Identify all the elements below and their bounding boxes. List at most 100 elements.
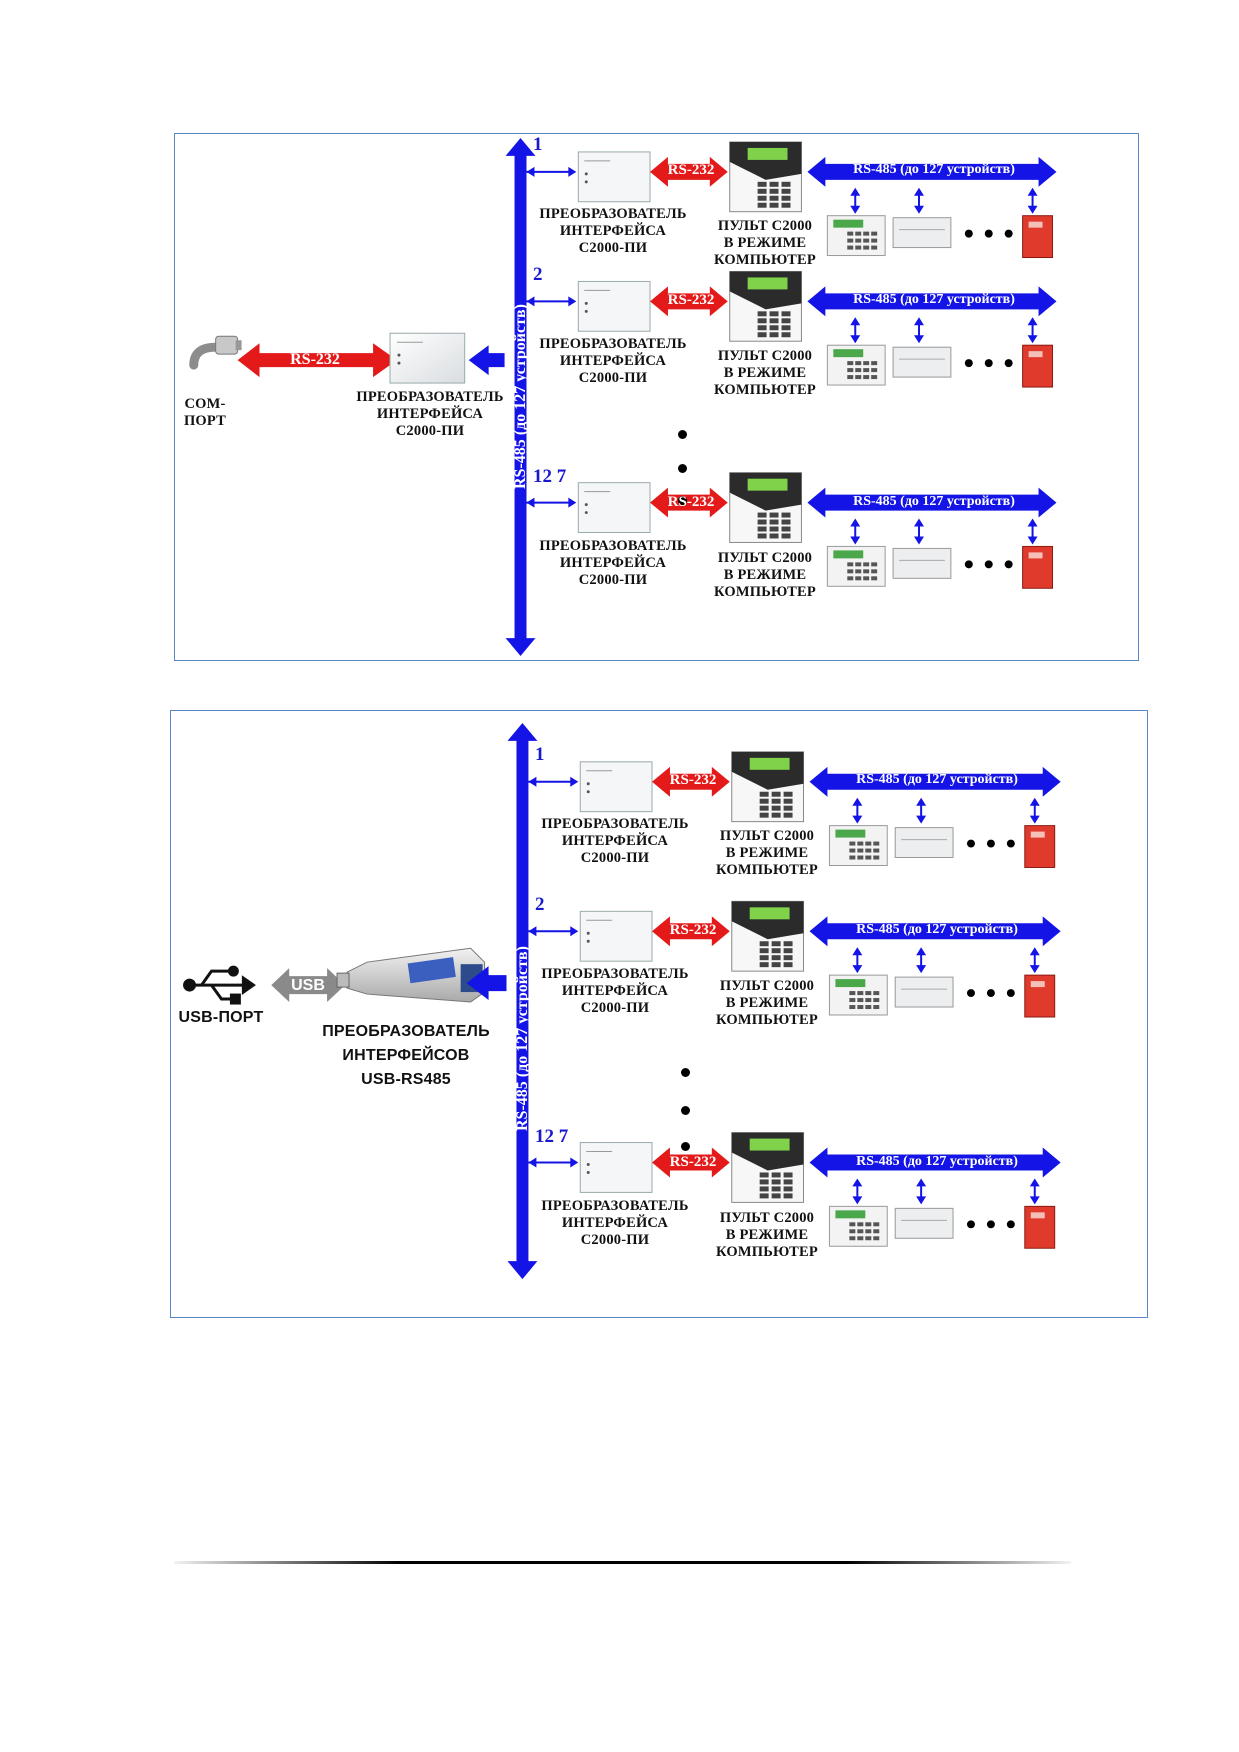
keypad-device-image — [828, 825, 888, 866]
small-vertical-arrow — [1027, 518, 1038, 545]
rs485-arrow — [807, 156, 1057, 187]
bus-tap-arrow — [528, 926, 579, 937]
small-vertical-arrow — [914, 317, 924, 344]
expansion-module-image — [894, 1207, 954, 1239]
row-number: 1 — [535, 744, 545, 765]
rs232-arrow — [652, 916, 730, 947]
small-vertical-arrow — [916, 1178, 927, 1205]
bus-tap-arrow — [526, 497, 577, 508]
rs485-label: RS-485 (до 127 устройств) — [856, 922, 1018, 937]
small-vertical-arrow — [1027, 317, 1038, 344]
small-vertical-arrow — [1029, 797, 1040, 824]
console-label: ПУЛЬТ С2000 В РЕЖИМЕ КОМПЬЮТЕР — [716, 978, 818, 1028]
pi-converter-label: ПРЕОБРАЗОВАТЕЛЬ ИНТЕРФЕЙСА С2000-ПИ — [541, 816, 689, 866]
fire-panel-device-image — [1022, 215, 1053, 259]
footer-divider — [174, 1561, 1071, 1564]
c2000-console-image — [729, 141, 802, 213]
ellipsis-dot — [966, 839, 975, 848]
console-label: ПУЛЬТ С2000 В РЕЖИМЕ КОМПЬЮТЕР — [714, 348, 816, 398]
pi-converter-label: ПРЕОБРАЗОВАТЕЛЬ ИНТЕРФЕЙСА С2000-ПИ — [541, 966, 689, 1016]
fire-panel-device-image — [1024, 974, 1056, 1018]
ellipsis-dot — [964, 229, 973, 238]
rs485-vertical-bus — [507, 722, 538, 1280]
converter-label: ПРЕОБРАЗОВАТЕЛЬ ИНТЕРФЕЙСОВ USB-RS485 — [322, 1023, 490, 1088]
rs485-label: RS-485 (до 127 устройств) — [853, 292, 1015, 307]
com-port-icon — [189, 335, 242, 370]
rs232-label: RS-232 — [669, 922, 717, 938]
rs232-arrow — [650, 156, 728, 187]
rs485-arrow — [809, 1147, 1061, 1178]
rs485-label: RS-485 (до 127 устройств) — [856, 1154, 1018, 1169]
ellipsis-dot — [681, 1142, 690, 1151]
keypad-device-image — [828, 974, 888, 1016]
ellipsis-dot — [1006, 839, 1015, 848]
ellipsis-dot — [678, 496, 687, 505]
bus-tap-arrow — [528, 776, 579, 787]
pi-converter-label: ПРЕОБРАЗОВАТЕЛЬ ИНТЕРФЕЙСА С2000-ПИ — [541, 1198, 689, 1248]
com-port-label: COM- ПОРТ — [183, 396, 227, 429]
rs232-arrow — [650, 286, 728, 317]
rs485-arrow — [809, 766, 1061, 797]
rs232-label: RS-232 — [667, 162, 715, 178]
console-label: ПУЛЬТ С2000 В РЕЖИМЕ КОМПЬЮТЕР — [716, 828, 818, 878]
row-number: 1 — [533, 134, 543, 155]
ellipsis-dot — [678, 464, 687, 473]
usb-port-label: USB-ПОРТ — [178, 1009, 264, 1026]
device-row — [528, 900, 1061, 1018]
rs232-arrow — [650, 487, 728, 518]
converter-to-bus-arrow — [466, 966, 507, 1001]
small-vertical-arrow — [852, 797, 863, 824]
c2000-console-image — [731, 1132, 805, 1203]
console-label: ПУЛЬТ С2000 В РЕЖИМЕ КОМПЬЮТЕР — [716, 1210, 818, 1260]
expansion-module-image — [894, 827, 954, 859]
small-vertical-arrow — [850, 317, 861, 344]
ellipsis-dot — [964, 359, 973, 368]
expansion-module-image — [892, 547, 952, 579]
row-number: 12 7 — [535, 1126, 569, 1147]
ellipsis-dot — [678, 430, 687, 439]
expansion-module-image — [892, 346, 952, 378]
rs232-arrow — [652, 1147, 730, 1178]
device-row — [526, 141, 1057, 259]
c2000-pi-device-image — [389, 332, 466, 384]
c2000-pi-device-image — [579, 761, 653, 813]
c2000-pi-device-image — [579, 910, 653, 962]
row-number: 2 — [533, 264, 543, 285]
ellipsis-dot — [681, 1068, 690, 1077]
row-number: 12 7 — [533, 466, 567, 487]
c2000-pi-device-image — [577, 280, 651, 332]
rs232-label: RS-232 — [667, 292, 715, 308]
row-number: 2 — [535, 894, 545, 915]
ellipsis-dot — [984, 560, 993, 569]
rs485-arrow — [807, 286, 1057, 317]
c2000-pi-device-image — [577, 151, 651, 203]
device-row — [526, 472, 1057, 589]
bus-tap-arrow — [528, 1157, 579, 1168]
pi-converter-label: ПРЕОБРАЗОВАТЕЛЬ ИНТЕРФЕЙСА С2000-ПИ — [539, 336, 687, 386]
keypad-device-image — [826, 545, 886, 587]
fire-panel-device-image — [1022, 545, 1053, 589]
rs232-label: RS-232 — [669, 772, 717, 788]
rs485-bus-label: RS-485 (до 127 устройств) — [512, 304, 529, 489]
ellipsis-dot — [1004, 229, 1013, 238]
pi-converter-label: ПРЕОБРАЗОВАТЕЛЬ ИНТЕРФЕЙСА С2000-ПИ — [539, 538, 687, 588]
ellipsis-dot — [964, 560, 973, 569]
small-vertical-arrow — [852, 1178, 863, 1205]
small-vertical-arrow — [1029, 1178, 1040, 1205]
rs232-link-arrow — [237, 343, 397, 378]
rs485-vertical-bus — [505, 137, 536, 657]
rs485-arrow — [807, 487, 1057, 518]
c2000-pi-device-image — [577, 482, 651, 533]
diagram-com-port-graphics — [189, 137, 1057, 657]
fire-panel-device-image — [1024, 825, 1056, 868]
small-vertical-arrow — [916, 947, 927, 974]
rs232-link-label: RS-232 — [290, 351, 340, 368]
c2000-console-image — [731, 751, 805, 823]
pi-converter-label: ПРЕОБРАЗОВАТЕЛЬ ИНТЕРФЕЙСА С2000-ПИ — [539, 206, 687, 256]
device-row — [528, 751, 1061, 868]
console-label: ПУЛЬТ С2000 В РЕЖИМЕ КОМПЬЮТЕР — [714, 218, 816, 268]
small-vertical-arrow — [852, 947, 863, 974]
rs232-label: RS-232 — [667, 494, 715, 510]
ellipsis-dot — [1004, 560, 1013, 569]
ellipsis-dot — [986, 1220, 995, 1229]
